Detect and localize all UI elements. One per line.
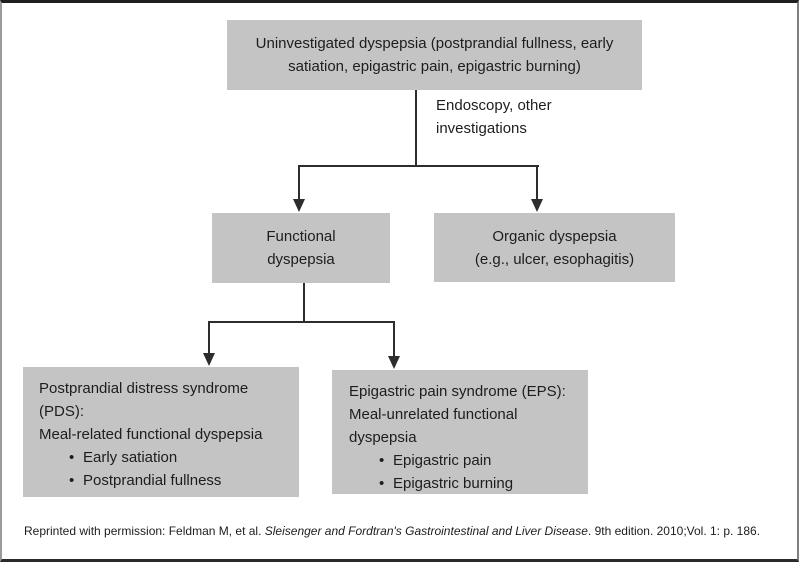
eps-heading: Epigastric pain syndrome (EPS): Meal-unr… — [349, 383, 566, 446]
arrowhead-down-icon — [293, 199, 305, 212]
arrowhead-down-icon — [203, 353, 215, 366]
bullet-icon: • — [379, 475, 385, 492]
arrowhead-down-icon — [531, 199, 543, 212]
flowchart-node-pds: Postprandial distress syndrome (PDS): Me… — [23, 367, 299, 497]
eps-bullet-label: Epigastric burning — [393, 475, 514, 492]
citation-suffix: . 9th edition. 2010;Vol. 1: p. 186. — [587, 524, 761, 538]
connector-top-vertical — [415, 90, 417, 167]
edge-label-endoscopy: Endoscopy, other investigations — [436, 97, 552, 137]
connector-branch2-right-vertical — [393, 321, 395, 358]
eps-bullet-item: • Epigastric pain — [379, 449, 580, 472]
flowchart-node-eps: Epigastric pain syndrome (EPS): Meal-unr… — [332, 370, 588, 494]
eps-bullet-item: • Epigastric burning — [379, 472, 580, 495]
bullet-icon: • — [69, 472, 75, 489]
connector-branch1-horizontal — [298, 165, 539, 167]
connector-branch1-left-vertical — [298, 165, 300, 201]
connector-branch2-horizontal — [208, 321, 395, 323]
flowchart-node-functional-dyspepsia: Functional dyspepsia — [212, 213, 390, 283]
citation-text: Reprinted with permission: Feldman M, et… — [24, 524, 760, 539]
connector-branch1-right-vertical — [536, 165, 538, 201]
flowchart-node-uninvestigated-dyspepsia: Uninvestigated dyspepsia (postprandial f… — [227, 20, 642, 90]
connector-functional-vertical — [303, 283, 305, 323]
bullet-icon: • — [69, 449, 75, 466]
connector-branch2-left-vertical — [208, 321, 210, 355]
pds-heading: Postprandial distress syndrome (PDS): Me… — [39, 380, 263, 443]
eps-bullet-label: Epigastric pain — [393, 452, 492, 469]
pds-bullet-item: • Early satiation — [69, 446, 287, 469]
pds-bullet-label: Early satiation — [83, 449, 178, 466]
flowchart-node-organic-dyspepsia: Organic dyspepsia (e.g., ulcer, esophagi… — [434, 213, 675, 282]
pds-bullet-label: Postprandial fullness — [83, 472, 222, 489]
citation-book-title: Sleisenger and Fordtran's Gastrointestin… — [264, 524, 588, 538]
bullet-icon: • — [379, 452, 385, 469]
pds-bullet-item: • Postprandial fullness — [69, 469, 287, 492]
citation-prefix: Reprinted with permission: Feldman M, et… — [24, 524, 265, 538]
arrowhead-down-icon — [388, 356, 400, 369]
